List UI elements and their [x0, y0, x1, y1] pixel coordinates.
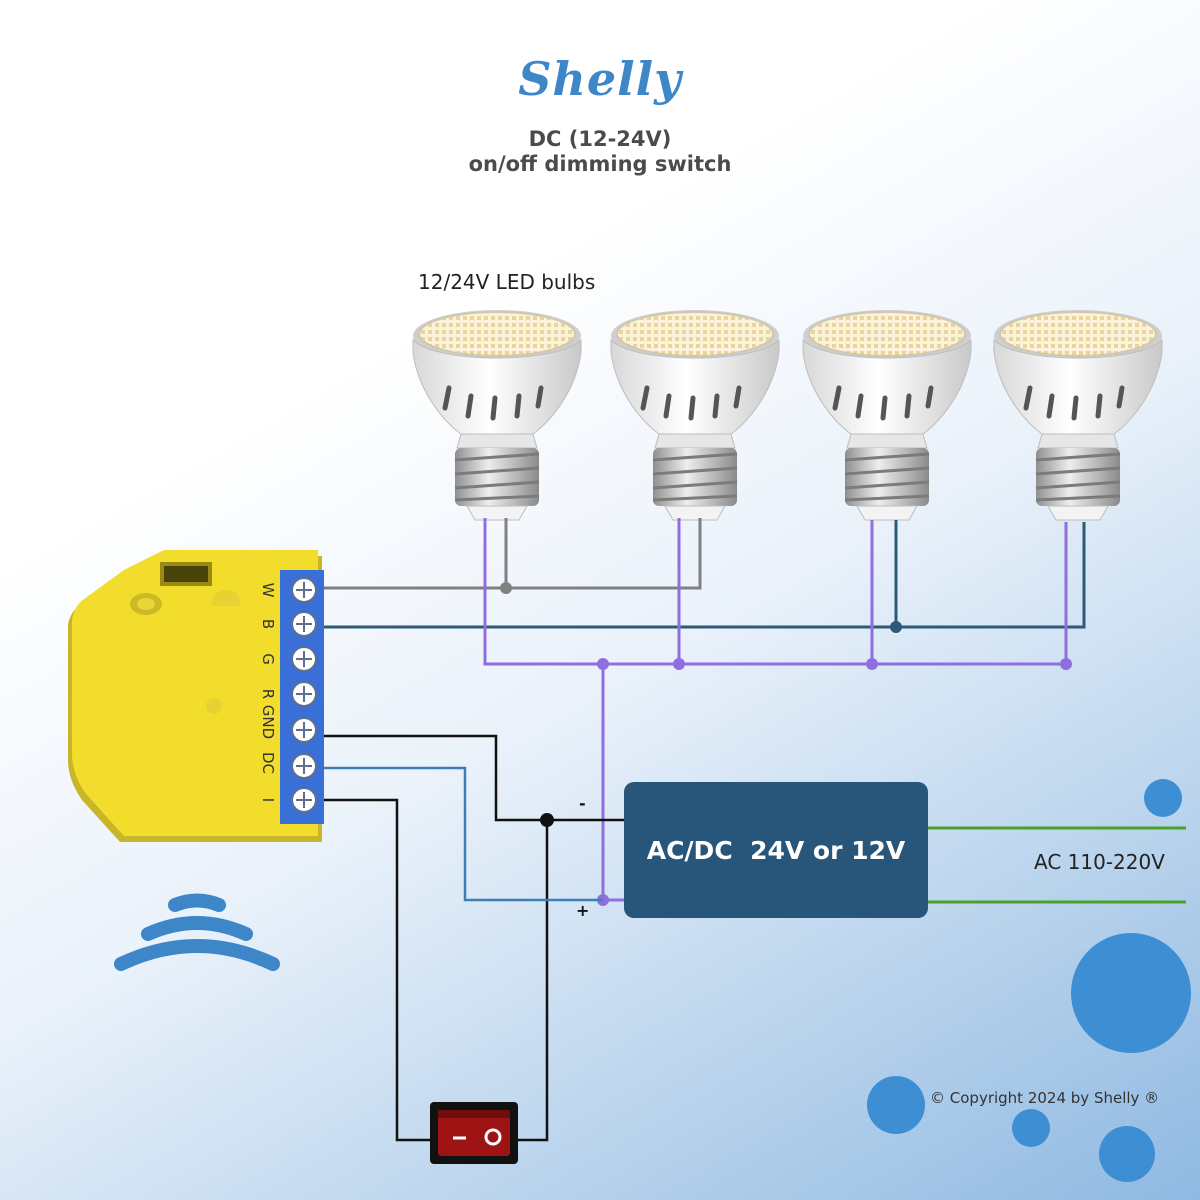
shelly-logo: Shelly	[518, 52, 682, 106]
rocker-switch-icon	[430, 1102, 518, 1164]
junctions-positive	[597, 658, 1072, 906]
junction-w	[500, 582, 512, 594]
psu-plus-label: +	[576, 901, 590, 920]
copyright-text: © Copyright 2024 by Shelly ®	[930, 1089, 1160, 1107]
title-line-1: DC (12-24V)	[528, 127, 672, 151]
decorative-dots	[867, 779, 1191, 1182]
terminal-label-w: W	[259, 583, 277, 598]
led-bulb-1	[413, 310, 581, 520]
power-supply: AC/DC 24V or 12V	[624, 782, 928, 918]
shelly-device	[68, 550, 322, 842]
ac-input-label: AC 110-220V	[1034, 850, 1165, 874]
wire-ac	[928, 826, 1186, 904]
led-bulb-2	[611, 310, 779, 520]
wire-dc	[322, 766, 603, 902]
led-bulb-3	[803, 310, 971, 520]
wire-gnd	[322, 734, 624, 1142]
terminal-block: W B G R GND DC I	[259, 570, 324, 824]
led-bulb-4	[994, 310, 1162, 520]
terminal-label-gnd: GND	[259, 705, 277, 739]
terminal-label-b: B	[259, 619, 277, 629]
terminal-label-i: I	[259, 798, 277, 802]
wire-w	[322, 518, 702, 590]
title-line-2: on/off dimming switch	[468, 152, 732, 176]
wire-input	[322, 798, 430, 1142]
junction-b	[890, 621, 902, 633]
terminal-label-r: R	[259, 689, 277, 699]
junction-gnd	[540, 813, 554, 827]
wifi-icon	[114, 893, 280, 971]
terminal-label-dc: DC	[259, 752, 277, 774]
bulbs-label: 12/24V LED bulbs	[418, 270, 596, 294]
wire-b	[322, 520, 1086, 629]
terminal-label-g: G	[259, 653, 277, 665]
psu-minus-label: -	[579, 794, 586, 813]
